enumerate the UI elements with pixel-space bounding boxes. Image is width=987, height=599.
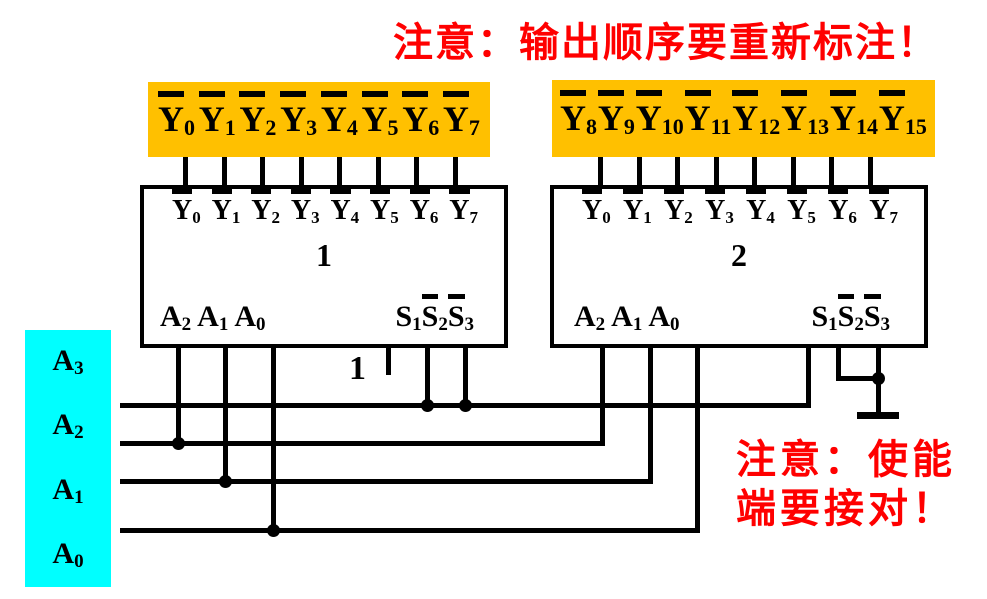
note-enable-line2: 端要接对！: [736, 487, 956, 531]
signal-label-y9: Y9: [597, 89, 635, 140]
note-enable-pins: 注意：使能 端要接对！: [736, 436, 956, 534]
signal-label-a3: A3: [52, 344, 84, 380]
signal-label-y6: Y6: [409, 189, 438, 228]
signal-label-y11: Y11: [684, 89, 731, 140]
signal-label-y0: Y0: [172, 189, 201, 228]
signal-label-s2: S2: [837, 293, 864, 336]
decoder2-output-labels: Y0 Y1 Y2 Y3 Y4 Y5 Y6 Y7: [582, 189, 898, 228]
signal-label-y0: Y0: [582, 189, 611, 228]
signal-label-y8: Y8: [560, 89, 597, 140]
decoder2-s2-s3-jog: [836, 376, 881, 381]
junction-dot-s3-dec1: [459, 399, 472, 412]
wire-a1: [120, 479, 653, 484]
bus2-pin-stubs: [598, 157, 873, 186]
signal-label-s1: S1: [395, 299, 422, 335]
signal-label-y3: Y3: [290, 189, 320, 228]
signal-label-s3: S3: [863, 293, 890, 336]
decoder1-pin-s2: [425, 346, 430, 408]
note-enable-line1: 注意：使能: [736, 438, 956, 482]
decoder2-pin-s1: [806, 345, 811, 408]
decoder1-pin-s1-stub: [386, 346, 391, 375]
decoder2-pin-a1: [648, 345, 653, 484]
signal-label-a0: A0: [234, 299, 266, 335]
note-output-order: 注意：输出顺序要重新标注！: [393, 21, 939, 65]
signal-label-y6: Y6: [402, 90, 439, 141]
decoder1-pin-a1: [223, 346, 228, 484]
signal-label-s2: S2: [421, 293, 448, 336]
signal-label-y5: Y5: [787, 189, 816, 228]
signal-label-y10: Y10: [635, 89, 684, 140]
junction-dot-a0-dec1: [267, 524, 280, 537]
signal-label-a1: A1: [611, 299, 643, 335]
signal-label-y2: Y2: [239, 90, 276, 141]
signal-label-y1: Y1: [211, 189, 240, 228]
junction-dot-a2-dec1: [172, 437, 185, 450]
signal-label-y12: Y12: [732, 89, 780, 140]
signal-label-y7: Y7: [442, 90, 480, 141]
decoder1-output-labels: Y0 Y1 Y2 Y3 Y4 Y5 Y6 Y7: [172, 189, 478, 228]
signal-label-y14: Y14: [830, 89, 878, 140]
signal-label-a2: A2: [52, 408, 84, 444]
signal-label-y15: Y15: [878, 89, 927, 140]
signal-label-y7: Y7: [869, 189, 898, 228]
signal-label-a0: A0: [648, 299, 680, 335]
signal-label-a1: A1: [52, 472, 84, 508]
signal-label-y4: Y4: [746, 189, 775, 228]
wire-a0: [120, 528, 700, 533]
decoder2-pin-s2: [836, 345, 841, 381]
signal-label-s1: S1: [811, 299, 838, 335]
signal-label-a0: A0: [52, 536, 84, 572]
decoder2-pin-a2: [600, 345, 605, 446]
decoder1-pin-s3: [463, 346, 468, 408]
signal-label-y13: Y13: [781, 89, 829, 140]
signal-label-y5: Y5: [370, 189, 399, 228]
signal-label-y7: Y7: [449, 189, 478, 228]
signal-label-y6: Y6: [828, 189, 857, 228]
signal-label-a2: A2: [574, 299, 606, 335]
signal-label-a1: A1: [197, 299, 229, 335]
decoder1-pin-a2: [176, 346, 181, 446]
signal-label-y5: Y5: [361, 90, 399, 141]
junction-dot-s2-dec1: [421, 399, 434, 412]
tie-high-label: 1: [349, 350, 366, 387]
signal-label-y1: Y1: [623, 189, 652, 228]
signal-label-y3: Y3: [705, 189, 734, 228]
signal-label-y1: Y1: [198, 90, 236, 141]
signal-label-y2: Y2: [664, 189, 693, 228]
bus1-pin-stubs: [183, 157, 458, 186]
ground-symbol: [857, 412, 899, 419]
signal-label-y2: Y2: [251, 189, 280, 228]
decoder1-pin-a0: [271, 346, 276, 533]
decoder2-number: 2: [731, 237, 747, 273]
signal-label-y3: Y3: [280, 90, 317, 141]
signal-label-a2: A2: [160, 299, 192, 335]
signal-label-y4: Y4: [330, 189, 359, 228]
junction-dot-s2s3-dec2: [872, 372, 885, 385]
junction-dot-a1-dec1: [219, 475, 232, 488]
decoder2-pin-a0: [695, 345, 700, 533]
signal-label-y4: Y4: [320, 90, 358, 141]
decoder1-number: 1: [316, 237, 332, 273]
wire-a2: [120, 441, 605, 446]
signal-label-s3: S3: [447, 293, 474, 336]
signal-label-y0: Y0: [158, 90, 195, 141]
